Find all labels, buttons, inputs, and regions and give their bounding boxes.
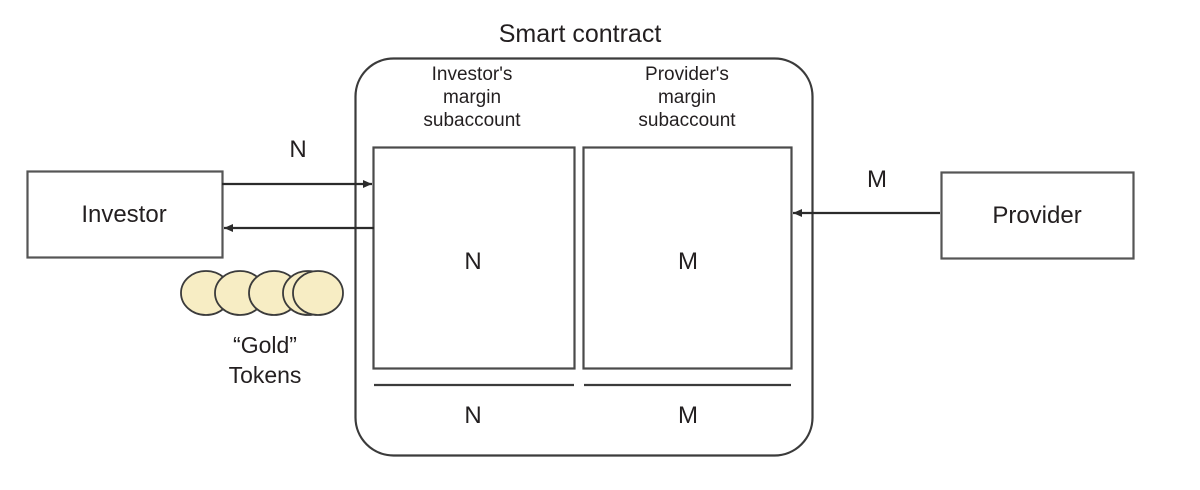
- gold-tokens-caption: “Gold” Tokens: [228, 332, 302, 388]
- provider-box-label: Provider: [992, 202, 1082, 229]
- provider-box: [940, 171, 1135, 260]
- provider-subaccount-value: M: [678, 248, 698, 275]
- gold-token-icon: [292, 270, 344, 316]
- gold-token-stack: [180, 270, 344, 316]
- investor-subaccount-box: [372, 146, 576, 370]
- provider-subaccount-total: M: [678, 402, 698, 429]
- provider-subaccount-heading: Provider's margin subaccount: [638, 64, 736, 131]
- smart-contract-title: Smart contract: [498, 20, 662, 48]
- investor-subaccount-total: N: [464, 402, 482, 429]
- investor-flow-label: N: [289, 136, 307, 163]
- provider-subaccount-box: [582, 146, 793, 370]
- investor-box-label: Investor: [81, 201, 167, 228]
- investor-subaccount-value: N: [464, 248, 482, 275]
- investor-box: [26, 170, 224, 259]
- smart-contract-container: [354, 57, 814, 457]
- investor-subaccount-heading: Investor's margin subaccount: [423, 64, 521, 131]
- provider-flow-label: M: [867, 166, 887, 193]
